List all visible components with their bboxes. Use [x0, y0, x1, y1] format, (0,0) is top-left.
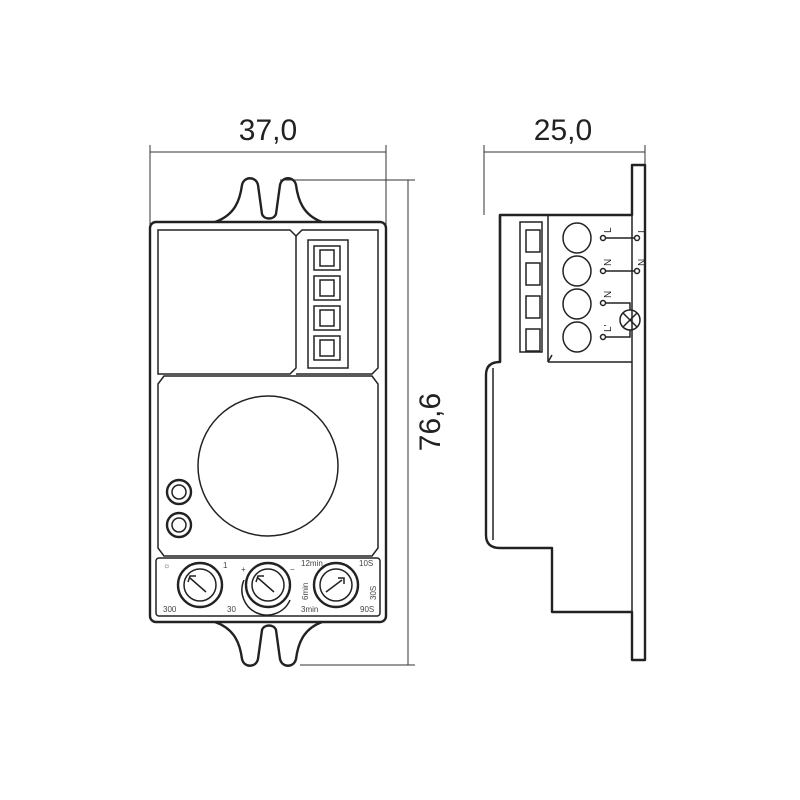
svg-text:30: 30	[227, 605, 236, 614]
svg-text:L: L	[637, 227, 648, 233]
height-dimension: 76,6	[280, 179, 447, 666]
width-dimension: 37,0	[149, 114, 387, 230]
svg-text:1: 1	[223, 561, 228, 570]
led-indicator	[165, 478, 193, 506]
height-label: 76,6	[414, 393, 447, 451]
svg-text:30S: 30S	[369, 586, 378, 600]
svg-text:L: L	[603, 227, 614, 233]
side-view: L L N N N L'	[484, 163, 648, 662]
svg-text:+: +	[241, 565, 246, 574]
svg-text:N: N	[603, 259, 614, 266]
front-view: ☼ 1 300 30 + − 12min 10S 6min 30S 3min 9…	[148, 177, 388, 667]
depth-label: 25,0	[534, 114, 592, 147]
svg-text:N: N	[637, 259, 648, 266]
svg-text:6min: 6min	[301, 583, 310, 600]
svg-text:300: 300	[163, 605, 177, 614]
svg-text:10S: 10S	[359, 559, 373, 568]
led-indicator	[165, 511, 193, 539]
svg-text:−: −	[290, 565, 295, 574]
sensor-lens	[197, 395, 339, 537]
sun-icon: ☼	[163, 561, 170, 570]
lux-dial[interactable]: ☼ 1 300 30	[163, 561, 236, 614]
svg-text:3min: 3min	[301, 605, 318, 614]
width-label: 37,0	[239, 114, 297, 147]
terminal-block	[307, 239, 349, 369]
svg-text:N: N	[603, 291, 614, 298]
sensitivity-dial[interactable]: + −	[241, 561, 295, 616]
depth-dimension: 25,0	[483, 114, 646, 215]
side-terminals	[519, 221, 543, 353]
svg-text:90S: 90S	[360, 605, 374, 614]
lamp-icon	[619, 309, 641, 331]
svg-text:12min: 12min	[301, 559, 323, 568]
svg-text:L': L'	[603, 324, 614, 332]
wiring-diagram: L L N N N L'	[562, 222, 648, 353]
time-dial[interactable]: 12min 10S 6min 30S 3min 90S	[301, 559, 378, 614]
